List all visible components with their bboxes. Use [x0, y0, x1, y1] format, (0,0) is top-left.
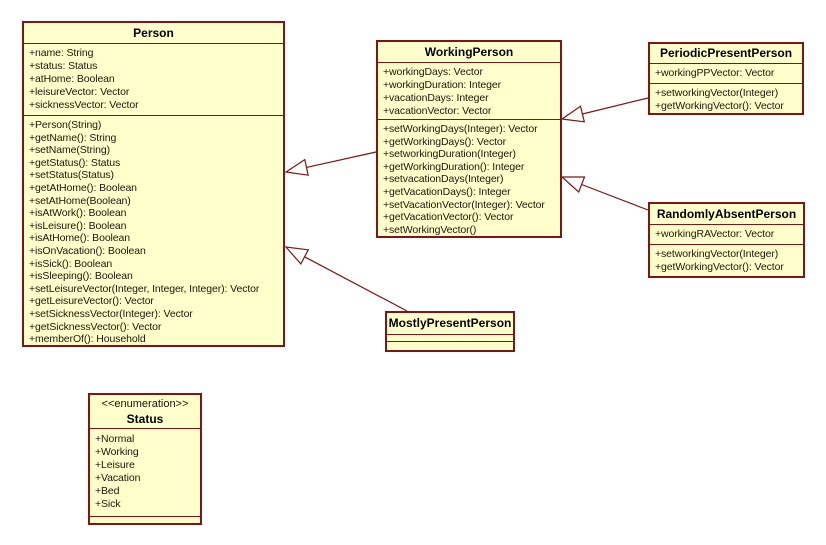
method-line: +getWorkingVector(): Vector	[655, 99, 784, 112]
stereotype-label: <<enumeration>>	[101, 397, 189, 410]
methods-compartment-empty	[90, 516, 200, 523]
method-line: +isSick(): Boolean	[29, 257, 113, 270]
generalization-workingperson-to-person[interactable]	[284, 151, 377, 176]
method-line: +isSleeping(): Boolean	[29, 270, 133, 283]
class-name: Person	[133, 25, 174, 40]
methods-compartment-empty	[387, 341, 513, 350]
enum-literal-line: +Normal	[95, 433, 135, 445]
method-line: +getAtHome(): Boolean	[29, 181, 137, 194]
method-line: +memberOf(): Household	[29, 333, 146, 345]
enum-literal-line: +Leisure	[95, 459, 135, 471]
class-box-workingperson[interactable]: WorkingPerson +workingDays: Vector+worki…	[376, 40, 562, 238]
generalization-arrowhead	[560, 176, 586, 194]
generalization-arrowhead	[284, 158, 309, 176]
class-name: PeriodicPresentPerson	[659, 46, 793, 60]
attribute-line: +vacationDays: Integer	[383, 92, 489, 104]
method-line: +setLeisureVector(Integer, Integer, Inte…	[29, 282, 260, 295]
generalization-periodicpresentperson-to-workingperson[interactable]	[560, 97, 649, 123]
method-line: +setvacationDays(Integer)	[383, 173, 504, 186]
method-line: +getSicknessVector(): Vector	[29, 320, 162, 333]
method-line: +setName(String)	[29, 144, 110, 157]
method-line: +setworkingVector(Integer)	[655, 248, 779, 260]
attribute-line: +workingDuration: Integer	[383, 79, 502, 91]
method-line: +setStatus(Status)	[29, 169, 114, 182]
class-name: RandomlyAbsentPerson	[656, 206, 797, 221]
attribute-line: +workingDays: Vector	[383, 66, 483, 78]
method-line: +setWorkingVector()	[383, 223, 477, 236]
method-line: +setAtHome(Boolean)	[29, 194, 131, 207]
attribute-line: +workingRAVector: Vector	[655, 228, 775, 240]
method-line: +getWorkingDuration(): Integer	[383, 160, 525, 173]
method-line: +getLeisureVector(): Vector	[29, 295, 154, 308]
attributes-compartment-empty	[387, 334, 513, 341]
method-line: +Person(String)	[29, 119, 102, 131]
enum-literal-line: +Sick	[95, 498, 121, 510]
attribute-line: +atHome: Boolean	[29, 73, 115, 85]
method-line: +getVacationVector(): Vector	[383, 211, 514, 224]
method-line: +setSicknessVector(Integer): Vector	[29, 307, 193, 320]
generalization-mostlypresentperson-to-person[interactable]	[284, 246, 408, 312]
class-box-randomlyabsentperson[interactable]: RandomlyAbsentPerson +workingRAVector: V…	[648, 202, 805, 278]
method-line: +setworkingVector(Integer)	[655, 87, 779, 99]
generalization-arrowhead	[560, 105, 586, 123]
method-line: +getName(): String	[29, 131, 117, 144]
method-line: +getVacationDays(): Integer	[383, 185, 511, 198]
methods-compartment: +Person(String)+getName(): String+setNam…	[24, 115, 283, 345]
method-line: +isLeisure(): Boolean	[29, 219, 127, 232]
attribute-line: +leisureVector: Vector	[29, 86, 130, 98]
enum-literal-line: +Working	[95, 446, 139, 458]
class-title: PeriodicPresentPerson	[650, 44, 802, 63]
enum-literal-line: +Vacation	[95, 472, 141, 484]
attributes-compartment: +workingPPVector: Vector	[650, 63, 802, 83]
method-line: +setWorkingDays(Integer): Vector	[383, 123, 538, 135]
attributes-compartment: +workingRAVector: Vector	[650, 224, 803, 244]
method-line: +getWorkingDays(): Vector	[383, 135, 507, 148]
method-line: +getStatus(): Status	[29, 156, 121, 169]
generalization-randomlyabsentperson-to-workingperson[interactable]	[560, 176, 649, 211]
class-title: WorkingPerson	[378, 42, 560, 62]
attribute-line: +workingPPVector: Vector	[655, 67, 775, 79]
class-name: Status	[126, 411, 164, 426]
class-box-mostlypresentperson[interactable]: MostlyPresentPerson	[385, 311, 515, 352]
attributes-compartment: +workingDays: Vector+workingDuration: In…	[378, 62, 560, 119]
class-name: WorkingPerson	[424, 44, 514, 59]
class-title: MostlyPresentPerson	[387, 313, 513, 334]
class-box-status-enumeration[interactable]: <<enumeration>> Status +Normal+Working+L…	[88, 393, 202, 525]
class-title: RandomlyAbsentPerson	[650, 204, 803, 224]
method-line: +isOnVacation(): Boolean	[29, 244, 146, 257]
methods-compartment: +setworkingVector(Integer)+getWorkingVec…	[650, 83, 802, 113]
class-box-periodicpresentperson[interactable]: PeriodicPresentPerson +workingPPVector: …	[648, 42, 804, 115]
methods-compartment: +setworkingVector(Integer)+getWorkingVec…	[650, 244, 803, 276]
class-title: Person	[24, 23, 283, 43]
method-line: +getWorkingVector(): Vector	[655, 260, 784, 273]
attribute-line: +vacationVector: Vector	[383, 105, 492, 117]
method-line: +isAtWork(): Boolean	[29, 207, 127, 220]
enum-literals-compartment: +Normal+Working+Leisure+Vacation+Bed+Sic…	[90, 428, 200, 516]
method-line: +setworkingDuration(Integer)	[383, 148, 516, 161]
generalization-arrowhead	[284, 246, 310, 265]
class-box-person[interactable]: Person +name: String+status: Status+atHo…	[22, 21, 285, 347]
methods-compartment: +setWorkingDays(Integer): Vector+getWork…	[378, 119, 560, 236]
attribute-line: +name: String	[29, 47, 94, 59]
class-title: <<enumeration>> Status	[90, 395, 200, 428]
method-line: +isAtHome(): Boolean	[29, 232, 131, 245]
class-name: MostlyPresentPerson	[388, 316, 512, 330]
method-line: +setVacationVector(Integer): Vector	[383, 198, 545, 211]
attributes-compartment: +name: String+status: Status+atHome: Boo…	[24, 43, 283, 115]
attribute-line: +sicknessVector: Vector	[29, 99, 139, 111]
enum-literal-line: +Bed	[95, 485, 120, 497]
attribute-line: +status: Status	[29, 60, 98, 72]
